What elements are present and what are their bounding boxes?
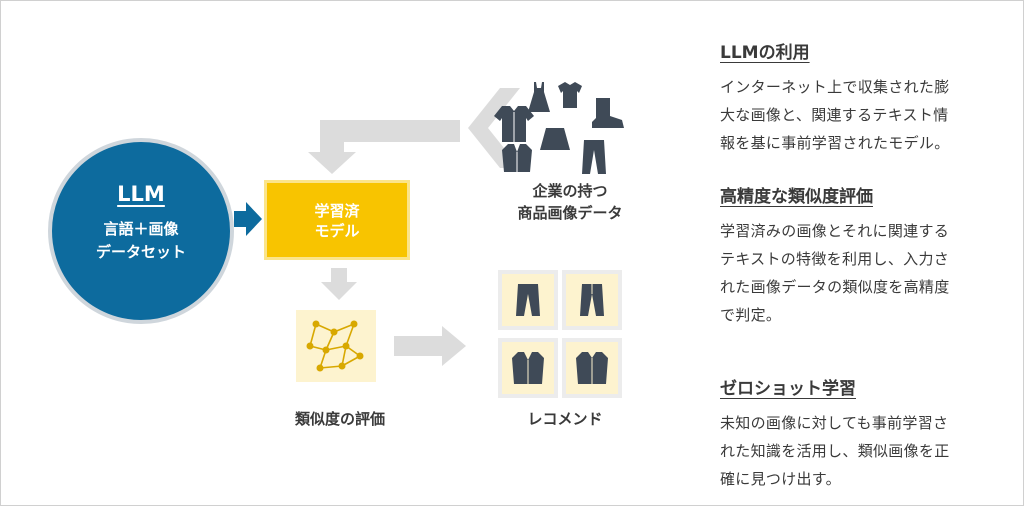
products-chevron-arrow bbox=[468, 88, 520, 168]
feature-heading: LLMの利用 bbox=[720, 43, 810, 63]
skirt-icon bbox=[540, 128, 570, 150]
model-line-2: モデル bbox=[314, 222, 360, 240]
product-images-cluster bbox=[494, 82, 624, 174]
jacket-icon bbox=[512, 352, 544, 384]
products-line-1: 企業の持つ bbox=[532, 182, 608, 200]
sim-to-rec-arrow-bar bbox=[394, 336, 442, 356]
feature-line: インターネット上で収集された膨 bbox=[720, 78, 950, 96]
feature-line: で判定。 bbox=[720, 306, 782, 324]
trained-model-node: 学習済 モデル bbox=[264, 180, 410, 260]
feature-body: インターネット上で収集された膨 大な画像と、関連するテキスト情 報を基に事前学習… bbox=[720, 73, 1010, 157]
recommend-tile-jeans-2 bbox=[562, 270, 622, 330]
products-line-2: 商品画像データ bbox=[517, 204, 623, 222]
llm-subtitle: 言語＋画像 データセット bbox=[52, 218, 230, 264]
feature-llm: LLMの利用 インターネット上で収集された膨 大な画像と、関連するテキスト情 報… bbox=[720, 38, 1010, 157]
jeans-icon bbox=[582, 140, 606, 174]
feature-line: テキストの特徴を利用し、入力さ bbox=[720, 250, 950, 268]
recommend-tile-jeans-1 bbox=[498, 270, 558, 330]
llm-to-model-arrow-head bbox=[246, 202, 262, 236]
shirt-icon bbox=[494, 106, 534, 142]
feature-heading: ゼロショット学習 bbox=[720, 379, 856, 399]
feature-heading: 高精度な類似度評価 bbox=[720, 187, 873, 207]
feature-line: れた知識を活用し、類似画像を正 bbox=[720, 442, 950, 460]
flow-arrows bbox=[234, 88, 520, 366]
similarity-panel bbox=[296, 310, 376, 382]
recommend-caption: レコメンド bbox=[527, 410, 603, 428]
feature-line: 学習済みの画像とそれに関連する bbox=[720, 222, 950, 240]
llm-line-1: 言語＋画像 bbox=[103, 220, 179, 238]
dress-icon bbox=[528, 82, 550, 112]
sim-to-rec-arrow-head bbox=[442, 326, 466, 366]
model-line-1: 学習済 bbox=[314, 202, 360, 220]
model-to-sim-arrow-bar bbox=[331, 268, 347, 282]
feature-line: れた画像データの類似度を高精度 bbox=[720, 278, 950, 296]
similarity-caption: 類似度の評価 bbox=[294, 410, 385, 428]
jeans-icon bbox=[516, 284, 540, 316]
return-arrow-head bbox=[308, 152, 356, 174]
feature-line: 報を基に事前学習されたモデル。 bbox=[720, 134, 950, 152]
feature-zeroshot: ゼロショット学習 未知の画像に対しても事前学習さ れた知識を活用し、類似画像を正… bbox=[720, 374, 1010, 493]
feature-body: 未知の画像に対しても事前学習さ れた知識を活用し、類似画像を正 確に見つけ出す。 bbox=[720, 409, 1010, 493]
jeans-icon bbox=[580, 284, 604, 316]
return-arrow-stem bbox=[320, 120, 344, 158]
feature-line: 確に見つけ出す。 bbox=[720, 470, 841, 488]
feature-line: 未知の画像に対しても事前学習さ bbox=[720, 414, 949, 432]
feature-body: 学習済みの画像とそれに関連する テキストの特徴を利用し、入力さ れた画像データの… bbox=[720, 217, 1010, 329]
shirt-icon bbox=[576, 352, 608, 384]
return-arrow-bar bbox=[320, 120, 460, 142]
llm-title: LLM bbox=[117, 182, 165, 206]
boot-icon bbox=[592, 98, 624, 128]
llm-node: LLM 言語＋画像 データセット bbox=[48, 138, 234, 324]
products-caption: 企業の持つ 商品画像データ bbox=[490, 180, 650, 224]
recommend-tile-jacket-1 bbox=[498, 338, 558, 398]
llm-line-2: データセット bbox=[95, 243, 186, 261]
llm-to-model-arrow-bar bbox=[234, 211, 248, 227]
network-graph-icon bbox=[306, 320, 364, 372]
recommend-tile-jacket-2 bbox=[562, 338, 622, 398]
feature-line: 大な画像と、関連するテキスト情 bbox=[720, 106, 949, 124]
model-to-sim-arrow-head bbox=[321, 282, 357, 300]
tshirt-icon bbox=[558, 82, 582, 108]
feature-similarity: 高精度な類似度評価 学習済みの画像とそれに関連する テキストの特徴を利用し、入力… bbox=[720, 182, 1010, 329]
jacket-icon bbox=[502, 144, 532, 172]
